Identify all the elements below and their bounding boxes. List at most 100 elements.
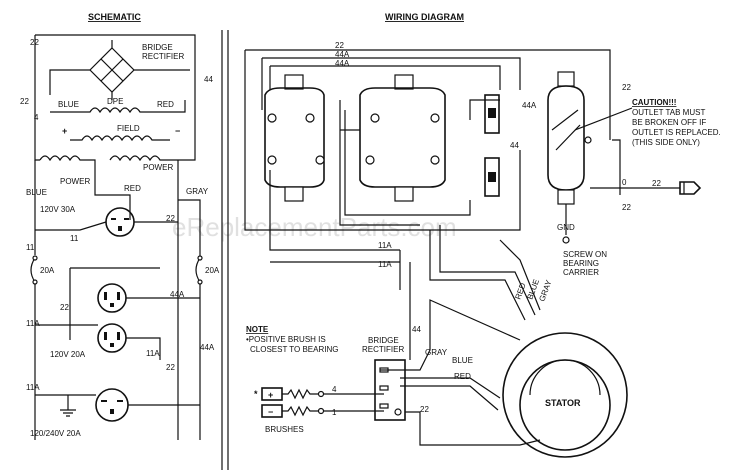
- wire-22-top: [244, 49, 611, 190]
- stator-leads: [400, 377, 501, 411]
- wire-11a-pair: [269, 170, 411, 290]
- power-winding-right: [109, 155, 178, 162]
- wiring-wire-11a-2: 11A: [378, 260, 392, 269]
- schematic-wire-22-c: 22: [60, 303, 69, 312]
- stator-label: STATOR: [545, 398, 581, 408]
- breaker-lower: [484, 157, 500, 197]
- brush-minus: −: [268, 407, 273, 417]
- stator-symbol: [502, 332, 628, 458]
- duplex-wiring: [35, 297, 200, 360]
- note-line-1: •POSITIVE BRUSH IS: [246, 335, 326, 344]
- wiring-bridge-label-1: BRIDGE: [368, 336, 399, 345]
- schematic-wire-44: 44: [204, 75, 213, 84]
- wiring-wire-44a-2: 44A: [335, 59, 350, 68]
- duplex-outlet-top: [97, 283, 127, 313]
- outlet-30a-symbol: [105, 207, 135, 237]
- schematic-wire-11-a: 11: [70, 234, 79, 243]
- outlet-block-3: [547, 71, 592, 205]
- wiring-wire-44a-3: 44A: [522, 101, 537, 110]
- screw-label-1: SCREW ON: [563, 250, 607, 259]
- outlet-240v-wiring: [35, 394, 200, 406]
- brushes-label: BRUSHES: [265, 425, 304, 434]
- brush-plus: +: [268, 390, 273, 400]
- schematic-blue-left: BLUE: [26, 188, 47, 197]
- wiring-wire-1: 1: [332, 408, 337, 417]
- wiring-gray-2: GRAY: [425, 348, 448, 357]
- breaker-upper: [484, 94, 500, 134]
- wiring-panel: 22 44A 44A 44A: [244, 41, 721, 458]
- outlet-block-2: [359, 74, 446, 202]
- breaker-20a-left: [30, 255, 38, 285]
- plug-terminal: [679, 181, 702, 195]
- brush-positive: [261, 387, 325, 401]
- caution-line-3: OUTLET IS REPLACED.: [632, 128, 721, 137]
- outlet-30a-label: 120V 30A: [40, 205, 76, 214]
- brush-negative: [261, 404, 325, 418]
- wiring-gnd: GND: [557, 223, 575, 232]
- screw-icon: [562, 236, 570, 244]
- schematic-wire-11a-b: 11A: [146, 349, 160, 358]
- outlet-240v-symbol: [95, 388, 129, 422]
- wire-22-right: [612, 139, 621, 195]
- wire-bundle-a: [429, 230, 526, 321]
- schematic-dpe-label: DPE: [107, 97, 123, 106]
- breaker-20a-right: [195, 255, 203, 285]
- wiring-wire-22-r: 22: [622, 83, 631, 92]
- schematic-wire-44a-a: 44A: [170, 290, 185, 299]
- power-winding-left: [39, 155, 96, 175]
- schematic-gray-bus: [178, 199, 201, 440]
- schematic-bridge-label-1: BRIDGE: [142, 43, 173, 52]
- wire-22-bottom: [405, 411, 541, 446]
- schematic-wire-4: 4: [34, 113, 39, 122]
- wire-bundle-b: [439, 225, 536, 316]
- caution-title: CAUTION!!!: [632, 98, 676, 107]
- schematic-minus: −: [175, 126, 180, 136]
- field-winding: [70, 135, 170, 142]
- wire-bundle-c: [499, 239, 541, 311]
- caution-line-1: OUTLET TAB MUST: [632, 108, 705, 117]
- wiring-bridge-label-2: RECTIFIER: [362, 345, 404, 354]
- wiring-blue-2: BLUE: [452, 356, 473, 365]
- caution-line-2: BE BROKEN OFF IF: [632, 118, 706, 127]
- wiring-wire-22-plug2: 22: [622, 203, 631, 212]
- wiring-wire-44-mid: 44: [510, 141, 519, 150]
- wire-44a-top: [261, 57, 521, 110]
- wiring-wire-44: 44: [412, 325, 421, 334]
- wiring-wire-22: 22: [335, 41, 344, 50]
- schematic-wire-22-d: 22: [166, 363, 175, 372]
- outlet-30a-wiring: [35, 221, 178, 231]
- outlet-240v-label: 120/240V 20A: [30, 429, 81, 438]
- wiring-wire-0: 0: [622, 178, 627, 187]
- breaker-20a-right-label: 20A: [205, 266, 220, 275]
- schematic-power-left: POWER: [60, 177, 90, 186]
- duplex-outlet-bottom: [97, 323, 127, 353]
- wiring-header: WIRING DIAGRAM: [385, 12, 464, 22]
- schematic-plus: +: [62, 126, 67, 136]
- brush-star: *: [254, 389, 258, 399]
- screw-label-3: CARRIER: [563, 268, 599, 277]
- schematic-header: SCHEMATIC: [88, 12, 141, 22]
- bridge-wiring: [380, 290, 521, 371]
- schematic-power-right: POWER: [143, 163, 173, 172]
- schematic-wire-22-side: 22: [20, 97, 29, 106]
- bridge-rectifier-symbol: [49, 40, 190, 100]
- schematic-field-label: FIELD: [117, 124, 140, 133]
- wiring-red-2: RED: [454, 372, 471, 381]
- schematic-wire-11a-a: 11A: [26, 319, 40, 328]
- wiring-wire-22-b: 22: [420, 405, 429, 414]
- inner-wiring: [339, 99, 500, 226]
- ground-symbol: [60, 395, 76, 417]
- schematic-red-label: RED: [157, 100, 174, 109]
- duplex-outlet-label: 120V 20A: [50, 350, 86, 359]
- outlet-block-1: [264, 74, 325, 202]
- schematic-wire-44a-b: 44A: [200, 343, 215, 352]
- wiring-wire-44a-1: 44A: [335, 50, 350, 59]
- note-title: NOTE: [246, 325, 269, 334]
- schematic-bridge-label-2: RECTIFIER: [142, 52, 184, 61]
- wire-22-return: [244, 150, 521, 231]
- duplex-22-wire: [69, 267, 160, 340]
- brush-wires: [324, 393, 384, 412]
- wiring-wire-11a-1: 11A: [378, 241, 392, 250]
- caution-line-4: (THIS SIDE ONLY): [632, 138, 700, 147]
